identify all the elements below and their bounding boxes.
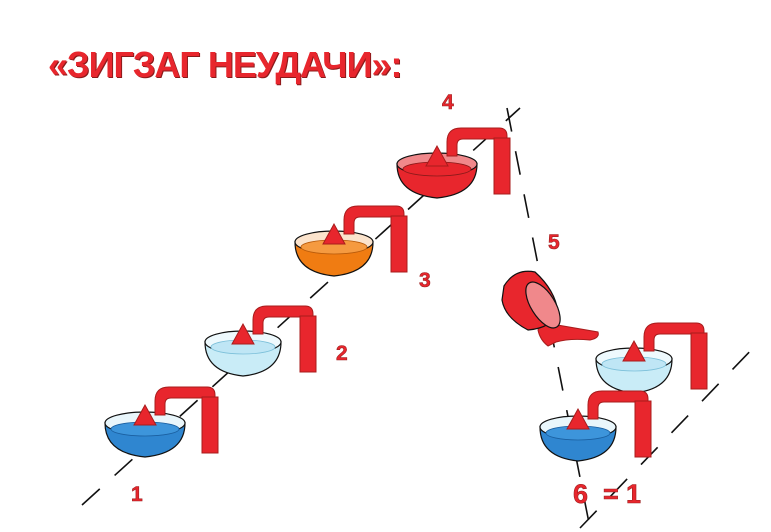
equation-left: 6 — [573, 479, 589, 509]
equation-right: 1 — [626, 479, 642, 509]
stage-4-label: 4 — [442, 91, 454, 114]
stage-3-bowl — [294, 205, 408, 277]
stage-5-spilled-bowl — [501, 270, 599, 347]
stage-6-lower-bowl — [539, 390, 652, 462]
stage-1-label: 1 — [131, 483, 143, 506]
page-title: «ЗИГЗАГ НЕУДАЧИ»: — [48, 44, 402, 85]
stage-4-bowl — [396, 127, 511, 199]
stage-3-label: 3 — [419, 269, 431, 292]
stage-1-bowl — [104, 386, 219, 458]
stage-2-label: 2 — [336, 342, 348, 365]
equation-sign: = — [603, 479, 619, 509]
stage-2-bowl — [204, 305, 317, 377]
stage-5-label: 5 — [548, 231, 560, 254]
stage-6-upper-bowl — [595, 322, 708, 394]
